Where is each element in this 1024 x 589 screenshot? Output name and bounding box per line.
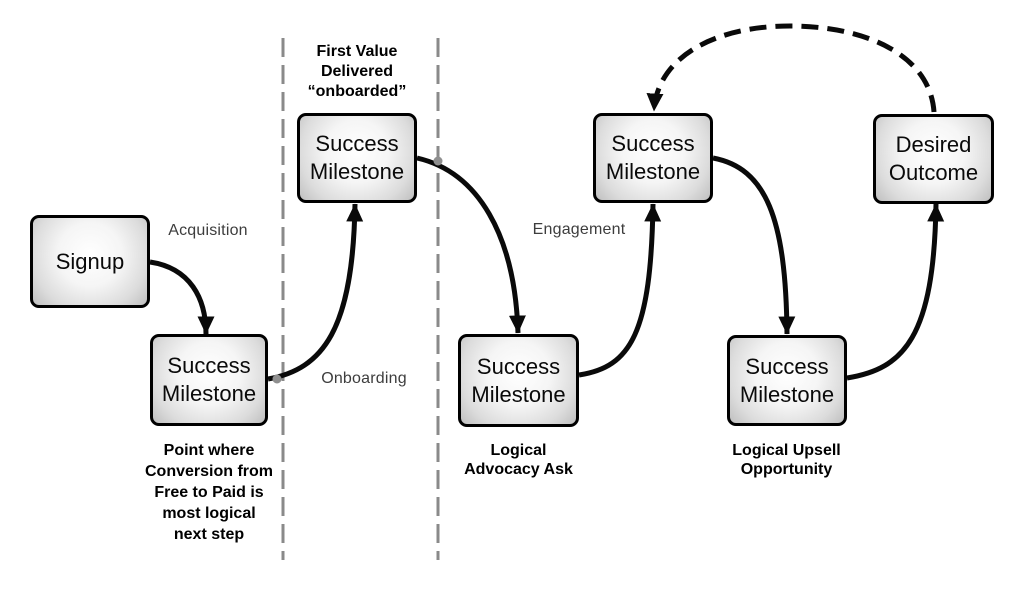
edge-onboarded-to-advocacy	[416, 155, 526, 334]
node-milestone-conversion: Success Milestone	[150, 334, 268, 426]
node-label: Success Milestone	[161, 353, 257, 406]
caption-advocacy-ask: Logical Advocacy Ask	[464, 442, 573, 478]
edge-desired-outcome-loopback	[646, 23, 937, 113]
label-onboarding: Onboarding	[321, 370, 407, 387]
connector-dot-engagement	[433, 156, 443, 166]
edge-upsell-to-desired-outcome	[846, 203, 945, 381]
label-acquisition: Acquisition	[168, 222, 248, 239]
node-label: Success Milestone	[309, 131, 405, 184]
node-milestone-engagement: Success Milestone	[593, 113, 713, 203]
caption-conversion-note: Point where Conversion from Free to Paid…	[144, 442, 273, 543]
caption-first-value: First Value Delivered “onboarded”	[307, 43, 407, 100]
edge-conversion-to-onboarded	[267, 203, 364, 382]
edge-engagement-to-upsell	[712, 155, 796, 335]
node-label: Desired Outcome	[888, 132, 979, 185]
node-label: Signup	[55, 248, 125, 274]
node-milestone-advocacy: Success Milestone	[458, 334, 579, 427]
caption-upsell-opportunity: Logical Upsell Opportunity	[732, 442, 841, 478]
node-milestone-upsell: Success Milestone	[727, 335, 847, 426]
node-label: Success Milestone	[471, 353, 566, 407]
edge-advocacy-to-engagement	[578, 203, 662, 378]
node-label: Success Milestone	[605, 131, 701, 184]
connector-dot-onboarding	[272, 374, 282, 384]
node-desired-outcome: Desired Outcome	[873, 114, 994, 204]
node-label: Success Milestone	[739, 353, 835, 407]
node-signup: Signup	[30, 215, 150, 308]
label-engagement: Engagement	[532, 221, 626, 238]
edge-signup-to-conversion	[149, 259, 215, 335]
node-milestone-onboarded: Success Milestone	[297, 113, 417, 203]
